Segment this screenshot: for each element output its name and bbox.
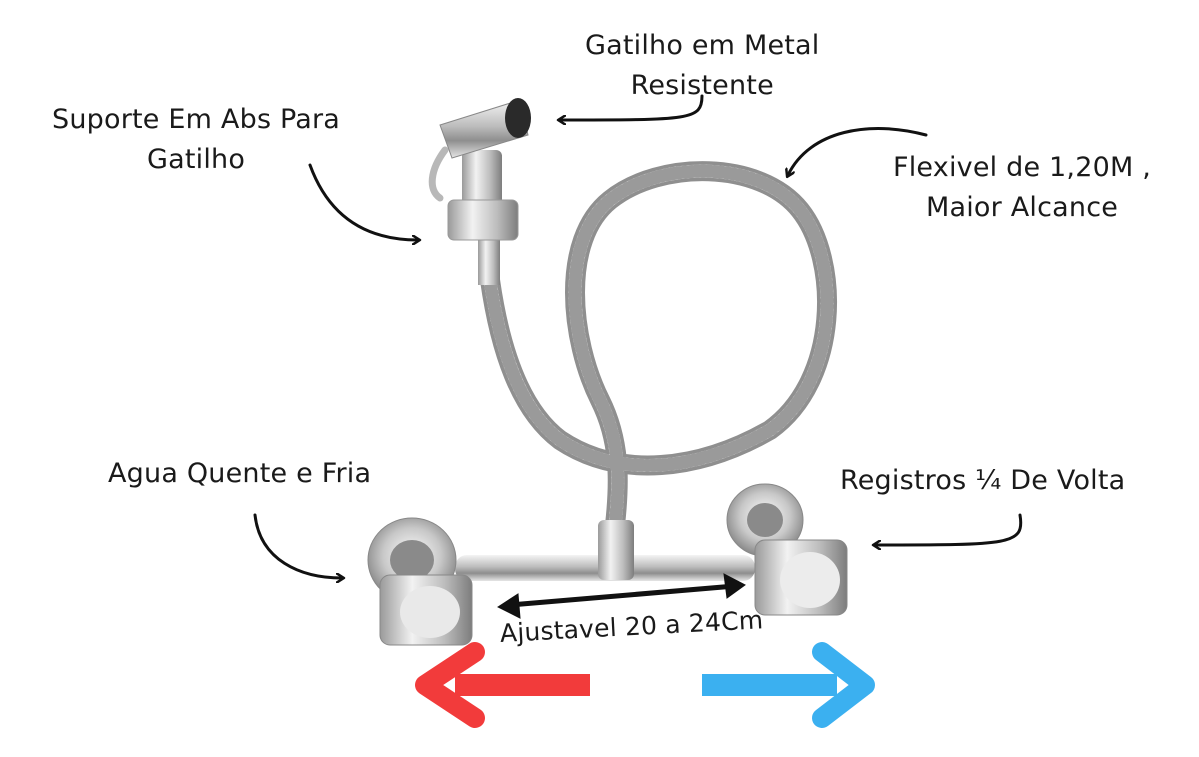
label-gatilho-line1: Gatilho em Metal — [585, 30, 820, 61]
label-registros: Registros ¼ De Volta — [840, 465, 1126, 496]
arrow-flexivel — [788, 127, 928, 175]
arrow-registros — [875, 513, 1023, 545]
label-suporte-line1: Suporte Em Abs Para — [52, 104, 341, 135]
label-flexivel: Flexivel de 1,20M , Maior Alcance — [893, 148, 1151, 228]
label-flexivel-line1: Flexivel de 1,20M , — [893, 152, 1152, 183]
arrow-gatilho — [560, 94, 704, 120]
arrow-agua — [253, 513, 342, 578]
right-valve — [726, 483, 848, 616]
label-gatilho-metal: Gatilho em Metal Resistente — [585, 26, 820, 106]
arrow-suporte — [308, 163, 418, 240]
label-suporte-line2: Gatilho — [146, 144, 246, 175]
trigger-sprayer — [428, 98, 531, 285]
label-suporte: Suporte Em Abs Para Gatilho — [52, 100, 340, 180]
label-agua: Agua Quente e Fria — [108, 458, 372, 489]
adjustable-double-arrow — [496, 573, 746, 619]
label-flexivel-line2: Maior Alcance — [925, 192, 1119, 223]
hot-water-arrow-icon — [415, 642, 590, 728]
annotation-arrows — [253, 94, 1023, 578]
mixer-bar — [455, 520, 755, 581]
cold-water-arrow-icon — [702, 642, 875, 728]
flexible-hose — [480, 161, 837, 535]
label-gatilho-line2: Resistente — [630, 70, 774, 101]
left-valve — [367, 517, 473, 646]
